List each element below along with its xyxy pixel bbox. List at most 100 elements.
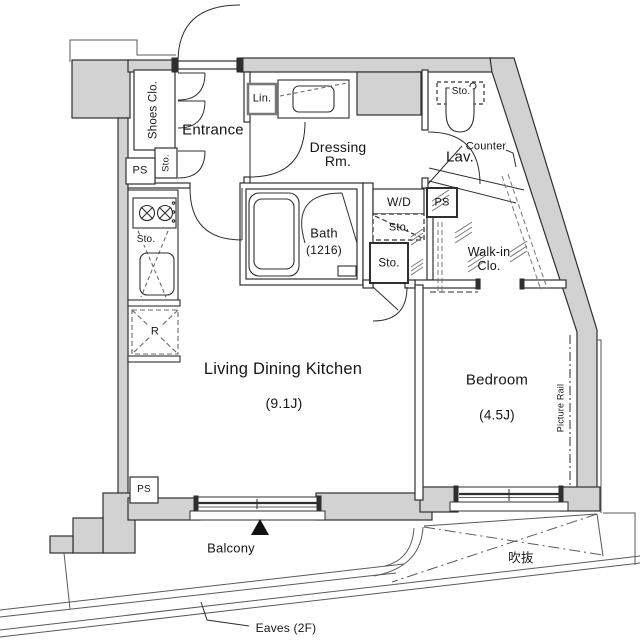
lavatory-door xyxy=(427,131,481,185)
label-pipe-space-entrance: PS xyxy=(132,164,148,177)
ldk-window-post-left xyxy=(193,495,199,512)
hall-storage-door xyxy=(372,286,408,322)
storage-hall-box xyxy=(369,242,409,284)
wall-shaft xyxy=(356,71,422,116)
wic-rail-diagonal xyxy=(501,173,548,291)
stove-knob-3 xyxy=(171,219,176,223)
eaves-line-4 xyxy=(0,562,640,638)
bedroom-window-sill xyxy=(449,501,569,512)
bedroom-details xyxy=(430,278,571,487)
label-walk-in-1: Walk-in xyxy=(467,244,511,259)
shoes-closet-door-1 xyxy=(177,72,206,101)
eaves-line-2 xyxy=(0,572,397,618)
opening-post-1 xyxy=(475,278,481,290)
label-void: 吹抜 xyxy=(508,550,534,565)
label-dressing-room-1: Dressing xyxy=(309,139,367,155)
label-entrance: Entrance xyxy=(182,121,244,139)
lav-wall-bottom xyxy=(421,177,429,189)
label-lavatory: Lav. xyxy=(445,148,475,166)
hall-bottom-wall xyxy=(127,182,191,189)
label-storage-kitchen: Sto. xyxy=(134,234,158,245)
ldk-window-sill xyxy=(189,510,326,521)
eaves-line-1 xyxy=(0,563,405,611)
pipe-space-entrance-box xyxy=(125,157,156,185)
burner-right-cross xyxy=(158,206,172,220)
wall-top-b xyxy=(239,57,493,73)
label-pipe-space-ldk: PS xyxy=(137,484,151,495)
refrigerator-space xyxy=(131,309,179,355)
washbasin-sink-icon xyxy=(292,85,335,113)
site-outline xyxy=(0,39,640,638)
toilet xyxy=(445,82,477,133)
windows xyxy=(189,485,569,521)
lav-wall-top xyxy=(421,69,429,131)
wic-rail-left xyxy=(437,222,443,293)
label-storage-lav: Sto. xyxy=(449,86,473,97)
bath-fixtures xyxy=(248,192,357,277)
label-storage-entrance: Sto. xyxy=(160,154,172,172)
balcony-curve xyxy=(373,526,424,577)
label-refrigerator: R xyxy=(148,325,162,338)
wic-hatch-2 xyxy=(454,221,473,244)
entry-door-post-left xyxy=(171,57,179,73)
void-right-edge xyxy=(596,513,604,557)
washer-dryer-box xyxy=(372,188,425,215)
outline-right xyxy=(597,339,602,513)
counter-leader xyxy=(505,149,517,168)
shoes-closet-door-2 xyxy=(177,100,206,129)
eaves-line-3 xyxy=(0,555,640,631)
burner-left-icon xyxy=(138,204,156,222)
curve-inner xyxy=(384,527,415,567)
dressing-door xyxy=(249,121,306,178)
label-picture-rail: Picture Rail xyxy=(555,383,566,433)
wall-bottom-left-3 xyxy=(49,535,74,554)
doors xyxy=(171,4,481,322)
label-walk-in-2: Clo. xyxy=(477,258,501,273)
stove-knob-1 xyxy=(171,201,176,205)
outline-far-right xyxy=(603,512,636,565)
label-dressing-room-2: Rm. xyxy=(324,153,352,169)
ldk-door xyxy=(189,187,243,241)
entry-door-post-right xyxy=(236,57,244,73)
wic-hatch-3 xyxy=(467,250,486,273)
void-area xyxy=(391,513,604,583)
exterior-walls xyxy=(49,57,601,554)
bath-inner-wall xyxy=(245,188,358,280)
wall-bottom-b xyxy=(315,492,433,521)
wall-bottom-left-2 xyxy=(72,517,104,554)
direction-triangle-marker xyxy=(251,519,269,535)
stove-knob-2 xyxy=(171,210,176,214)
linen-box xyxy=(246,82,278,116)
bath-door xyxy=(301,192,358,244)
counter-edge-2 xyxy=(428,180,517,204)
wic-hatch-6 xyxy=(410,258,424,276)
kitchen-sink-icon xyxy=(139,252,175,296)
pipe-space-ldk-box xyxy=(129,476,159,504)
burner-left-cross xyxy=(140,206,154,220)
washbasin xyxy=(277,79,350,119)
bathtub-inner xyxy=(253,198,295,270)
label-pipe-space-hall: PS xyxy=(434,196,450,209)
closet-boxes xyxy=(125,69,485,504)
void-cross-2 xyxy=(391,513,598,583)
storage-entrance-door xyxy=(177,150,206,179)
kitchen xyxy=(127,189,181,363)
bedroom-window-post-right xyxy=(558,485,564,503)
label-bath-1: Bath xyxy=(310,225,338,241)
kitchen-shelf-2 xyxy=(127,355,181,363)
void-top-edge xyxy=(423,513,598,527)
lav-counter xyxy=(428,149,525,204)
entry-door-leaf xyxy=(177,60,238,70)
bedroom-top-wall-right xyxy=(521,279,567,289)
interior-walls xyxy=(127,69,567,501)
ldk-window-post-right xyxy=(316,495,322,512)
bedroom-window-post-left xyxy=(453,485,459,503)
stove-icon xyxy=(132,197,177,229)
bedroom-top-wall-left xyxy=(414,279,481,289)
label-bath-2: (1216) xyxy=(306,243,342,257)
wic-left-wall xyxy=(426,216,434,281)
bathtub-icon xyxy=(248,192,300,277)
ldk-bedroom-divider xyxy=(414,284,424,501)
entry-door-arc xyxy=(177,4,241,63)
